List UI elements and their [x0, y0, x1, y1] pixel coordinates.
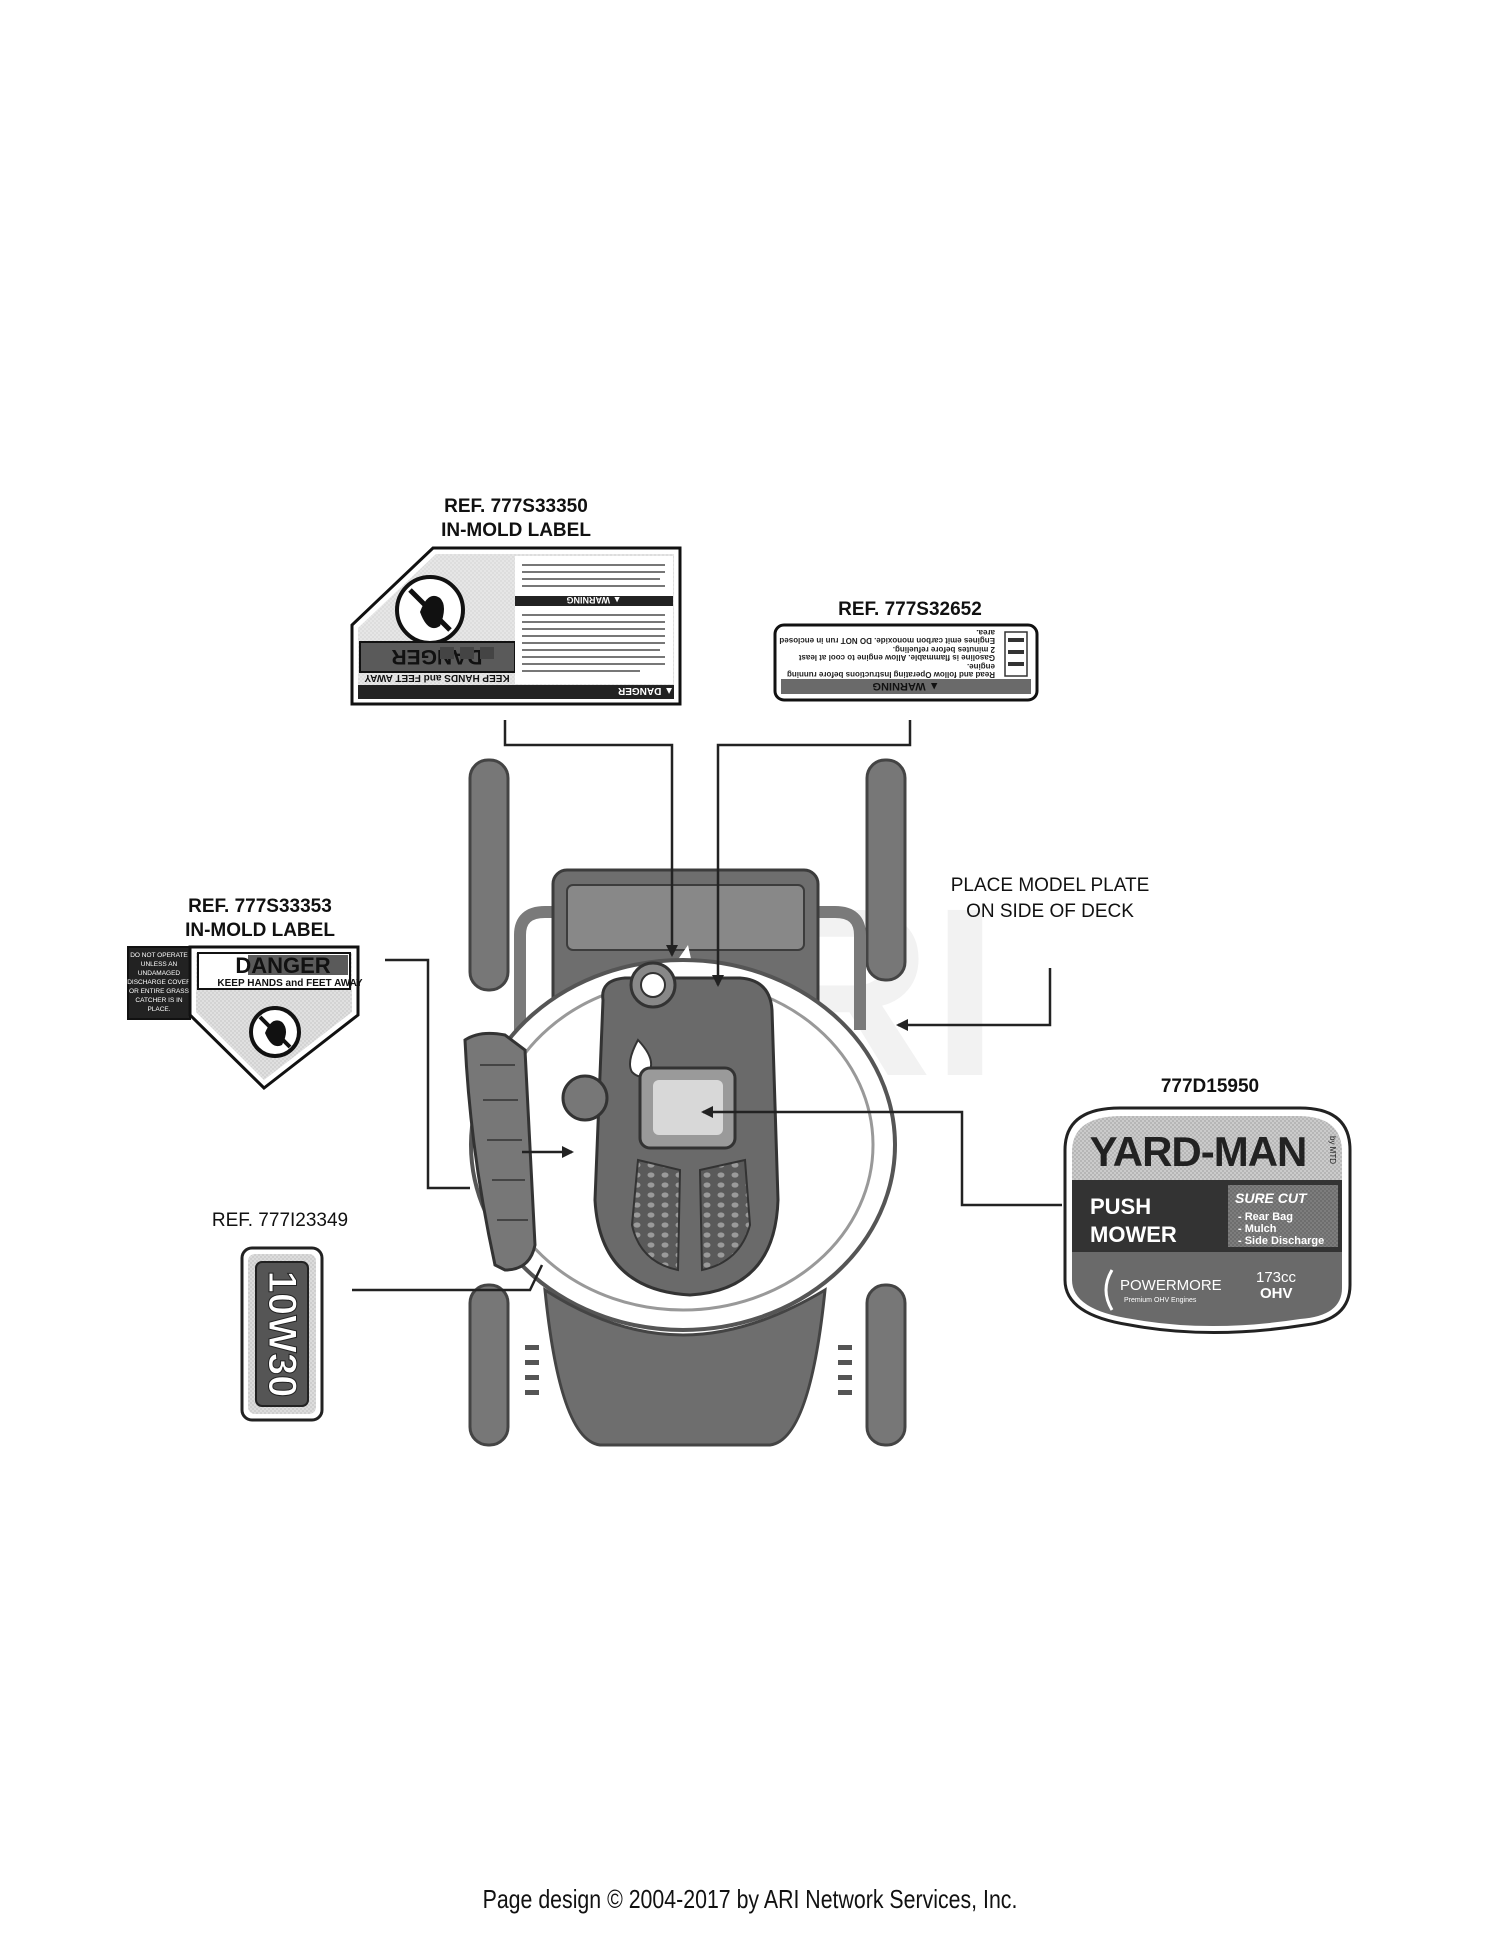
- fuel-cap-center: [640, 972, 666, 998]
- callout-777i23349: REF. 777I23349: [180, 1208, 380, 1234]
- discharge-chute: [463, 1031, 537, 1272]
- model-plate-line-1: PLACE MODEL PLATE: [950, 875, 1150, 896]
- callout-777s33350: REF. 777S33350 IN-MOLD LABEL: [396, 495, 636, 543]
- rear-right-wheel: [865, 758, 907, 982]
- model-plate-line-2: ON SIDE OF DECK: [966, 901, 1134, 922]
- leader-oil-label: [352, 1264, 544, 1292]
- product-line-1: PUSH: [1090, 1194, 1151, 1219]
- product-line-2: MOWER: [1090, 1222, 1177, 1247]
- callout-777d15950-ref: 777D15950: [1160, 1076, 1260, 1097]
- engine-type: OHV: [1260, 1285, 1293, 1302]
- decal-top-danger-title: DANGER: [391, 645, 482, 668]
- decal-top-danger-banner: ▲ DANGER: [617, 685, 674, 696]
- left-decal-side-1: DO NOT OPERATE: [130, 952, 188, 959]
- callout-777s33353-type: IN-MOLD LABEL: [185, 920, 335, 941]
- engine-grille-right: [698, 1158, 752, 1272]
- discharge-chute-ribs: [480, 1064, 528, 1221]
- decal-warning-banner: ▲ WARNING: [872, 680, 939, 692]
- left-decal-side-3: UNDAMAGED: [138, 970, 181, 977]
- leader-brand-label: [701, 1106, 1062, 1207]
- engine-brand: POWERMORE: [1120, 1277, 1222, 1294]
- decal-warning-line-5: Engines emit carbon monoxide. DO NOT run…: [779, 636, 995, 645]
- decal-777s33353: DO NOT OPERATE UNLESS AN UNDAMAGED DISCH…: [127, 945, 363, 1090]
- engine-label-window: [653, 1080, 723, 1135]
- brand-name: YARD-MAN: [1090, 1128, 1307, 1175]
- leader-top-warning: [712, 720, 912, 987]
- decal-777i23349: 10W30: [240, 1246, 324, 1422]
- engine-grille-left: [630, 1158, 682, 1272]
- left-decal-title: DANGER: [235, 953, 330, 978]
- decal-777s33350: ▲ DANGER DANGER KEEP HANDS and FEET AWAY…: [350, 546, 682, 706]
- decal-warning-line-4: 2 minutes before refueling.: [893, 645, 995, 654]
- leader-left-danger: [385, 958, 470, 1190]
- decal-top-warning-banner: ▲ WARNING: [567, 595, 622, 605]
- left-decal-side-6: CATCHER IS IN: [135, 997, 182, 1004]
- leader-top-danger: [503, 720, 678, 957]
- feature-2: - Mulch: [1238, 1223, 1277, 1235]
- callout-777s33350-ref: REF. 777S33350: [444, 496, 588, 517]
- callout-model-plate: PLACE MODEL PLATE ON SIDE OF DECK: [920, 873, 1180, 925]
- left-decal-subtitle: KEEP HANDS and FEET AWAY: [217, 978, 363, 989]
- decal-top-danger-subtitle: KEEP HANDS and FEET AWAY: [364, 672, 510, 683]
- decal-777s32652: ▲ WARNING Read and follow Operating Inst…: [773, 623, 1039, 702]
- decal-warning-line-6: area.: [976, 628, 995, 637]
- rear-left-wheel: [468, 758, 510, 992]
- callout-777d15950: 777D15950: [1130, 1075, 1290, 1099]
- leader-model-plate: [896, 968, 1052, 1031]
- front-left-wheel: [468, 1283, 510, 1447]
- front-right-wheel: [865, 1283, 907, 1447]
- deck-front: [543, 1287, 827, 1447]
- oil-decal-text: 10W30: [260, 1271, 304, 1398]
- callout-777s33353-ref: REF. 777S33353: [188, 896, 332, 917]
- callout-777s33350-type: IN-MOLD LABEL: [441, 520, 591, 541]
- feature-1: - Rear Bag: [1238, 1211, 1293, 1223]
- engine-size: 173cc: [1256, 1269, 1297, 1286]
- left-decal-side-2: UNLESS AN: [141, 961, 178, 968]
- oil-fill-cap: [561, 1074, 609, 1122]
- callout-777s32652: REF. 777S32652: [790, 598, 1030, 622]
- decal-warning-line-2: engine.: [967, 662, 995, 671]
- leader-lines: [352, 720, 1062, 1292]
- feature-3: - Side Discharge: [1238, 1235, 1324, 1247]
- callout-777s33353: REF. 777S33353 IN-MOLD LABEL: [140, 895, 380, 943]
- engine-sub: Premium OHV Engines: [1124, 1297, 1197, 1304]
- height-adjust-notches: [525, 1345, 852, 1395]
- series-name: SURE CUT: [1235, 1190, 1308, 1206]
- brand-suffix: by MTD: [1328, 1136, 1337, 1164]
- callout-777i23349-ref: REF. 777I23349: [211, 1210, 349, 1231]
- callout-777s32652-ref: REF. 777S32652: [838, 599, 982, 620]
- lawn-mower: [463, 758, 907, 1447]
- decal-777d15950: YARD-MAN by MTD PUSH MOWER SURE CUT - Re…: [1063, 1106, 1352, 1334]
- decal-warning-line-1: Read and follow Operating Instructions b…: [787, 670, 995, 679]
- page-footer: Page design © 2004-2017 by ARI Network S…: [482, 1884, 1018, 1914]
- left-decal-side-5: OR ENTIRE GRASS: [129, 988, 190, 995]
- decal-warning-line-3: Gasoline is flammable. Allow engine to c…: [798, 653, 995, 662]
- rear-bag-panel: [566, 884, 805, 951]
- left-decal-side-4: DISCHARGE COVER: [127, 979, 191, 986]
- left-decal-side-7: PLACE.: [147, 1006, 170, 1013]
